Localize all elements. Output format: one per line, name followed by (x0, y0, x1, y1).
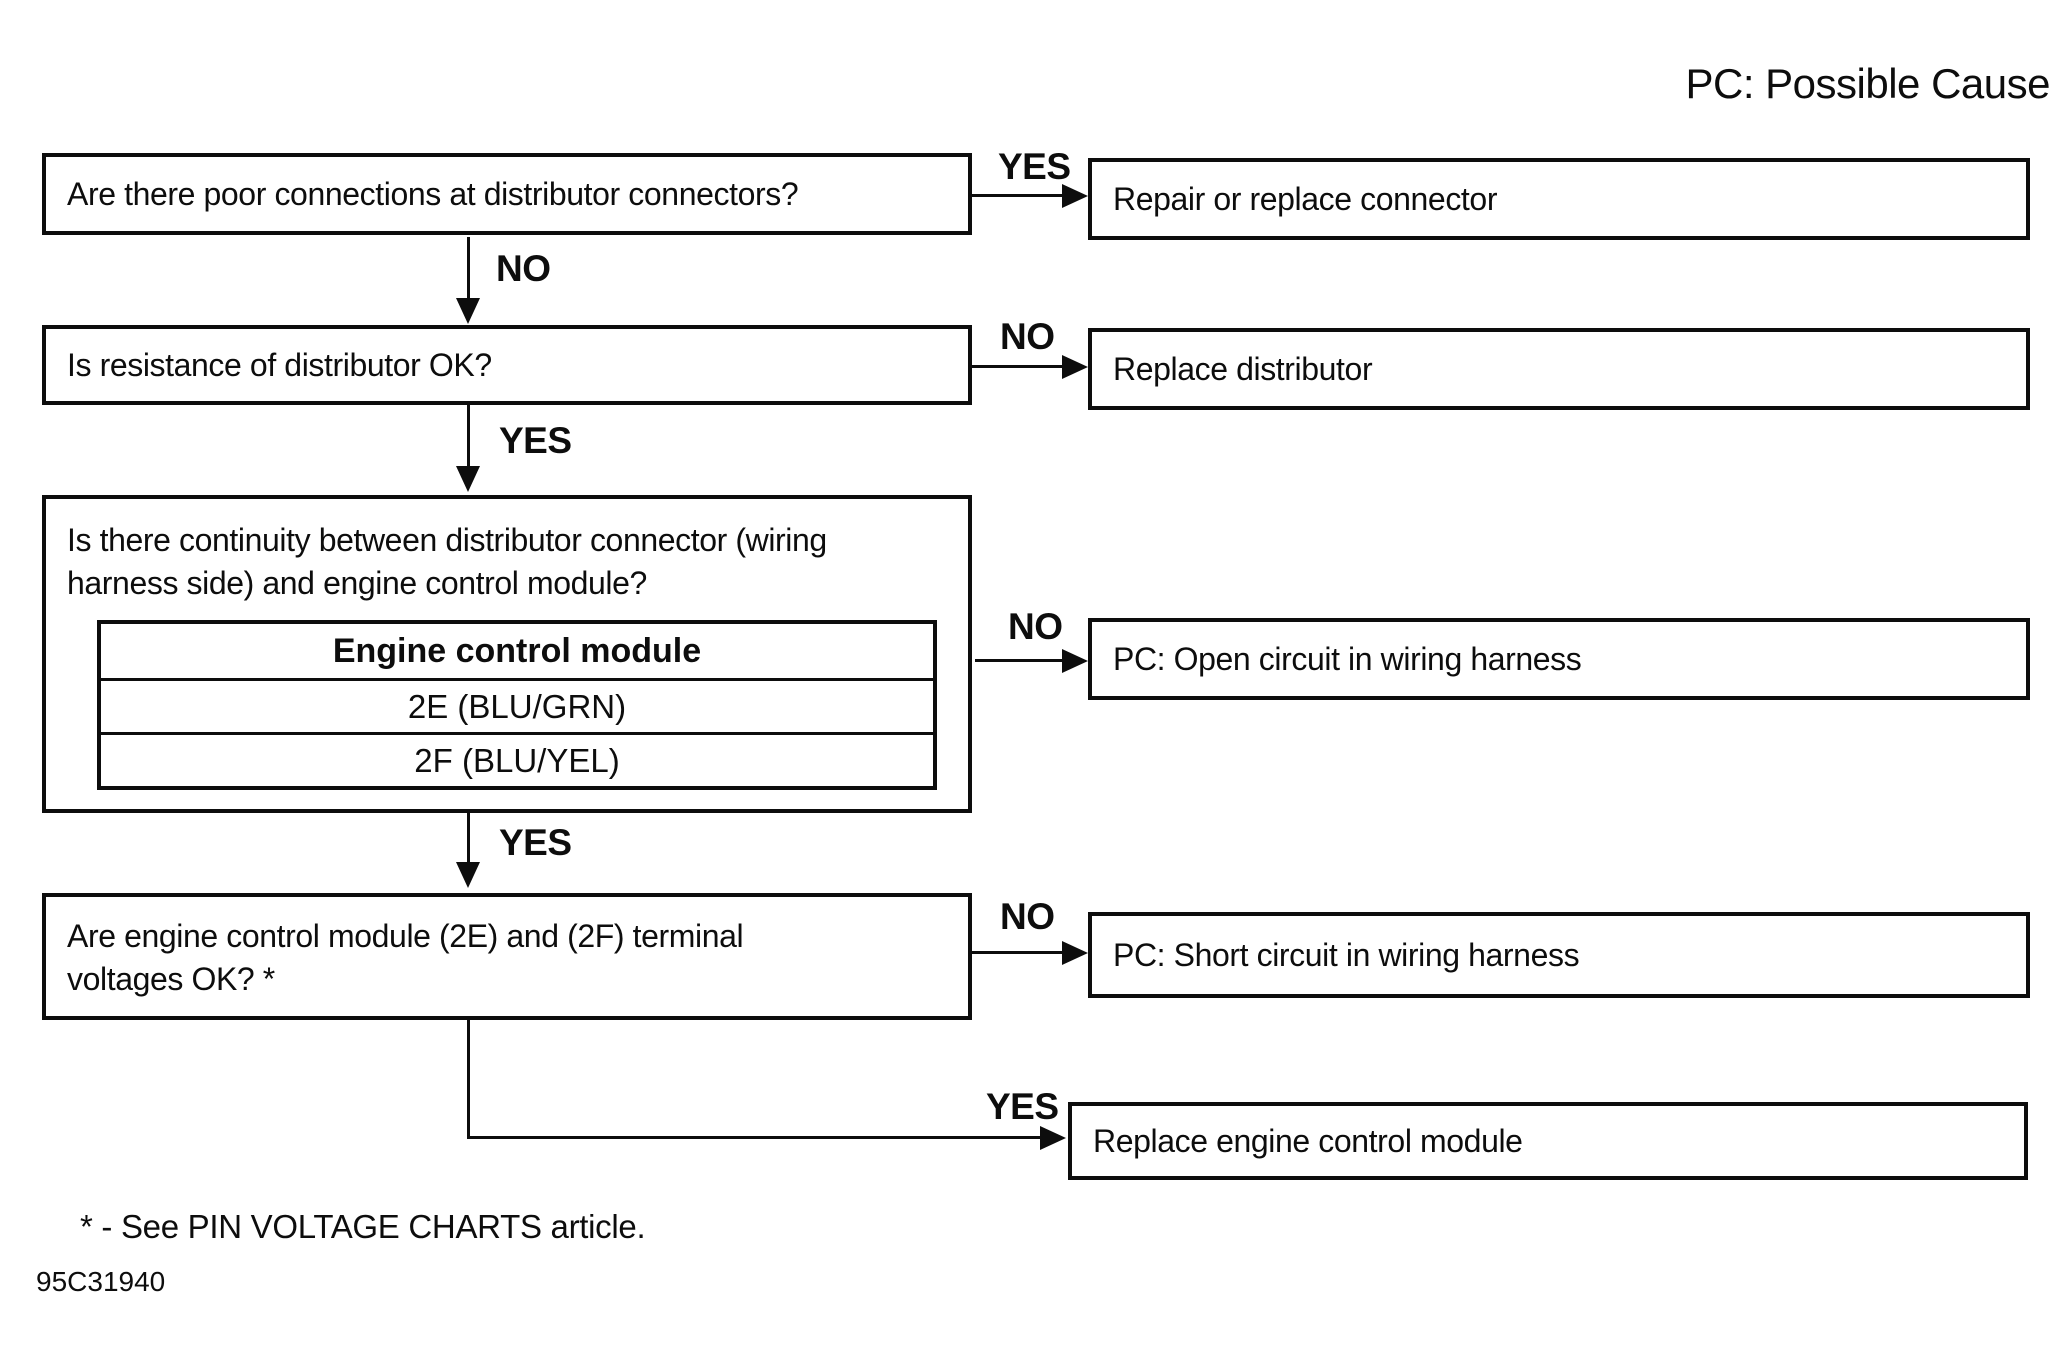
no-label: NO (1008, 606, 1063, 647)
result-box-open-circuit: PC: Open circuit in wiring harness (1088, 618, 2030, 700)
arrowhead-right-icon (1062, 184, 1088, 208)
figure-code: 95C31940 (36, 1266, 166, 1297)
ecm-pin-row: 2F (BLU/YEL) (101, 732, 933, 786)
question-box-terminal-voltages: Are engine control module (2E) and (2F) … (42, 893, 972, 1020)
question-text-line: voltages OK? * (67, 961, 275, 997)
ecm-table-header: Engine control module (332, 631, 702, 670)
legend-pc-possible-cause: PC: Possible Cause (1685, 60, 2050, 107)
no-label: NO (1000, 896, 1055, 937)
result-box-short-circuit: PC: Short circuit in wiring harness (1088, 912, 2030, 998)
question-text-line: harness side) and engine control module? (67, 565, 647, 601)
connector-line (972, 951, 1064, 954)
connector-line (972, 365, 1064, 368)
no-label: NO (496, 248, 551, 289)
arrowhead-down-icon (456, 466, 480, 492)
connector-line (467, 1020, 470, 1139)
connector-line (467, 405, 470, 469)
connector-line (972, 194, 1064, 197)
question-text-line: Are engine control module (2E) and (2F) … (67, 918, 744, 954)
connector-line (975, 659, 1064, 662)
result-text: Repair or replace connector (1113, 180, 1498, 217)
result-box-replace-distributor: Replace distributor (1088, 328, 2030, 410)
no-label: NO (1000, 316, 1055, 357)
arrowhead-right-icon (1062, 649, 1088, 673)
ecm-pin-table: Engine control module 2E (BLU/GRN) 2F (B… (97, 620, 937, 790)
arrowhead-right-icon (1040, 1126, 1066, 1150)
question-box-poor-connections: Are there poor connections at distributo… (42, 153, 972, 235)
question-box-continuity: Is there continuity between distributor … (42, 495, 972, 813)
result-box-repair-connector: Repair or replace connector (1088, 158, 2030, 240)
ecm-pin-row: 2E (BLU/GRN) (101, 678, 933, 732)
arrowhead-right-icon (1062, 941, 1088, 965)
question-box-distributor-resistance: Is resistance of distributor OK? (42, 325, 972, 405)
question-text: Are there poor connections at distributo… (67, 175, 799, 212)
footnote: * - See PIN VOLTAGE CHARTS article. (80, 1208, 646, 1245)
question-text: Is resistance of distributor OK? (67, 346, 492, 383)
result-text: PC: Short circuit in wiring harness (1113, 936, 1580, 973)
yes-label: YES (986, 1086, 1059, 1127)
connector-line (467, 237, 470, 301)
yes-label: YES (998, 146, 1071, 187)
arrowhead-down-icon (456, 298, 480, 324)
question-text-line: Is there continuity between distributor … (67, 522, 827, 558)
yes-label: YES (499, 420, 572, 461)
arrowhead-down-icon (456, 862, 480, 888)
yes-label: YES (499, 822, 572, 863)
result-text: Replace engine control module (1093, 1122, 1523, 1159)
result-text: PC: Open circuit in wiring harness (1113, 640, 1582, 677)
arrowhead-right-icon (1062, 355, 1088, 379)
result-text: Replace distributor (1113, 350, 1373, 387)
result-box-replace-ecm: Replace engine control module (1068, 1102, 2028, 1180)
connector-line (467, 1136, 1042, 1139)
connector-line (467, 813, 470, 865)
